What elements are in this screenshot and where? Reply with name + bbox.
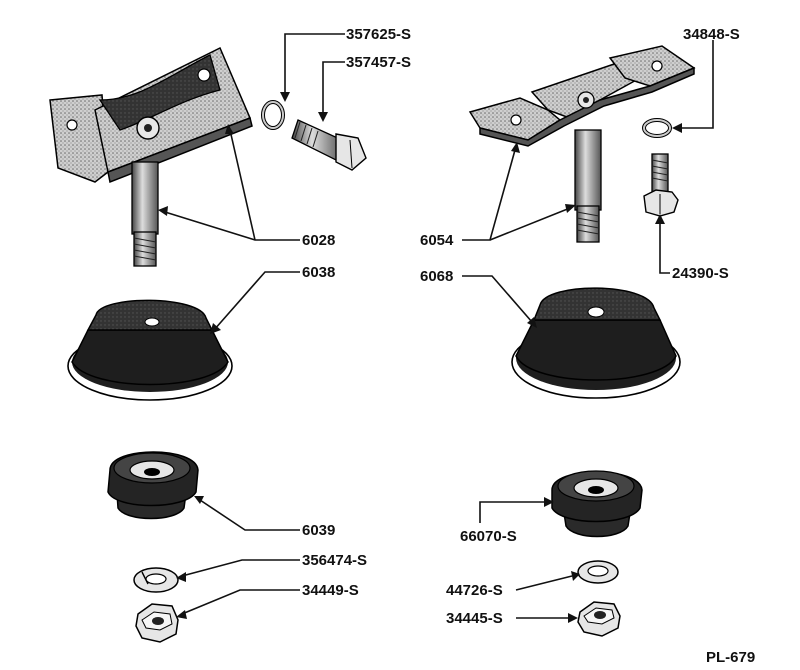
- label-6038: 6038: [302, 264, 335, 281]
- right-lock-washer-34848-s: [642, 118, 672, 138]
- left-upper-insulator-6038: [67, 299, 233, 401]
- left-bolt-357457-s: [291, 119, 367, 171]
- figure-id: PL-679: [706, 649, 755, 666]
- label-34449-s: 34449-S: [302, 582, 359, 599]
- right-nut-34445-s: [577, 601, 621, 637]
- label-6039: 6039: [302, 522, 335, 539]
- label-66070-s: 66070-S: [460, 528, 517, 545]
- right-bracket-6054: [468, 45, 696, 243]
- left-lock-washer-357625-s: [261, 100, 285, 130]
- label-357625-s: 357625-S: [346, 26, 411, 43]
- right-bolt-24390-s: [643, 153, 679, 217]
- label-34445-s: 34445-S: [446, 610, 503, 627]
- left-nut-34449-s: [135, 603, 179, 643]
- label-357457-s: 357457-S: [346, 54, 411, 71]
- right-upper-insulator-6068: [511, 287, 681, 399]
- label-6028: 6028: [302, 232, 335, 249]
- leader-lines: [158, 33, 714, 623]
- left-bracket-6028: [49, 46, 253, 267]
- label-24390-s: 24390-S: [672, 265, 729, 282]
- left-washer-356474-s: [133, 567, 179, 593]
- right-washer-44726-s: [577, 560, 619, 584]
- label-356474-s: 356474-S: [302, 552, 367, 569]
- label-6054: 6054: [420, 232, 454, 249]
- part-labels: 357625-S 357457-S 6028 6038 6039 356474-…: [302, 26, 755, 666]
- left-lower-insulator-6039: [107, 451, 199, 520]
- label-6068: 6068: [420, 268, 453, 285]
- right-lower-insulator-66070-s: [551, 470, 643, 538]
- label-44726-s: 44726-S: [446, 582, 503, 599]
- label-34848-s: 34848-S: [683, 26, 740, 43]
